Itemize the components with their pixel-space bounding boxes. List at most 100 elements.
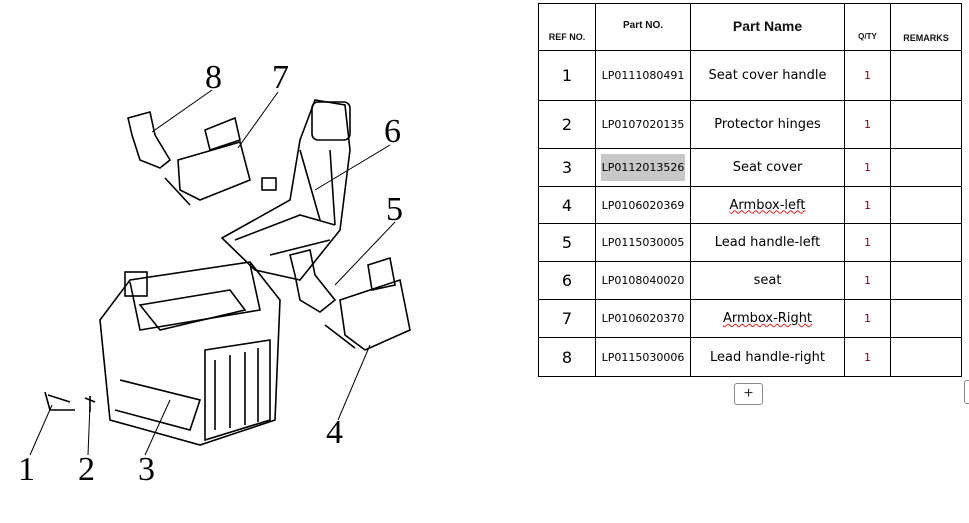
qty-cell-text: 1 xyxy=(864,274,871,287)
part-no-cell: LP0115030005 xyxy=(595,223,691,262)
part-no-cell-text: LP0106020370 xyxy=(601,312,685,325)
ref-cell-text: 8 xyxy=(561,347,573,367)
part-no-cell: LP0106020369 xyxy=(595,186,691,224)
part-no-cell-text: LP0106020369 xyxy=(601,198,685,212)
table-row: 7 LP0106020370 Armbox-Right 1 xyxy=(538,299,962,338)
ref-cell-text: 5 xyxy=(561,233,573,252)
qty-cell: 1 xyxy=(844,148,891,187)
part-name-cell-text: seat xyxy=(753,273,782,288)
ref-cell: 3 xyxy=(538,148,596,187)
table-row: 8 LP0115030006 Lead handle-right 1 xyxy=(538,337,962,377)
table-row: 6 LP0108040020 seat 1 xyxy=(538,261,962,300)
qty-cell-text: 1 xyxy=(864,236,871,249)
remarks-cell xyxy=(890,186,962,224)
ref-cell-text: 6 xyxy=(561,271,573,290)
header-remarks: REMARKS xyxy=(890,3,962,51)
exploded-parts-diagram: 1 2 3 4 5 6 7 8 xyxy=(18,59,411,488)
ref-cell: 1 xyxy=(538,50,596,101)
table-row: 2 LP0107020135 Protector hinges 1 xyxy=(538,100,962,149)
part-no-cell: LP0108040020 xyxy=(595,261,691,300)
part-name-cell: Seat cover xyxy=(690,148,845,187)
part-name-cell-text: Seat cover xyxy=(732,160,803,175)
part-name-cell: Seat cover handle xyxy=(690,50,845,101)
part-no-cell-text: LP0108040020 xyxy=(601,274,685,287)
qty-cell-text: 1 xyxy=(864,350,871,364)
qty-cell: 1 xyxy=(844,223,891,262)
qty-cell-text: 1 xyxy=(864,198,871,212)
scroll-edge-control[interactable] xyxy=(964,380,969,404)
header-qty: Q/TY xyxy=(844,3,891,51)
part-no-cell-text: LP0115030006 xyxy=(601,350,685,364)
qty-cell: 1 xyxy=(844,337,891,377)
parts-table: REF NO. Part NO. Part Name Q/TY REMARKS … xyxy=(538,3,962,377)
remarks-cell xyxy=(890,261,962,300)
ref-cell-text: 2 xyxy=(561,115,573,134)
lead-handle-right-drawing xyxy=(127,111,172,169)
ref-cell: 8 xyxy=(538,337,596,377)
remarks-cell xyxy=(890,299,962,338)
remarks-cell xyxy=(890,148,962,187)
remarks-cell xyxy=(890,50,962,101)
part-name-cell: Lead handle-right xyxy=(690,337,845,377)
seat-cover-drawing xyxy=(99,261,281,446)
lead-handle-left-drawing xyxy=(289,249,337,313)
part-name-cell-text: Protector hinges xyxy=(714,117,821,132)
callout-4: 4 xyxy=(326,414,343,451)
qty-cell-text: 1 xyxy=(864,161,871,174)
callout-5: 5 xyxy=(386,191,403,228)
callout-7: 7 xyxy=(272,59,289,96)
part-no-cell-text: LP0112013526 xyxy=(600,154,686,181)
header-part-no: Part NO. xyxy=(595,3,691,51)
remarks-cell xyxy=(890,100,962,149)
part-name-cell-text: Lead handle-right xyxy=(710,349,825,365)
part-no-cell-text: LP0111080491 xyxy=(601,69,685,82)
part-name-cell: seat xyxy=(690,261,845,300)
part-name-cell: Armbox-left xyxy=(690,186,845,224)
part-name-cell: Armbox-Right xyxy=(690,299,845,338)
part-name-cell-text: Armbox-left xyxy=(729,197,806,213)
part-no-cell: LP0107020135 xyxy=(595,100,691,149)
add-row-button[interactable]: + xyxy=(734,383,763,405)
remarks-cell xyxy=(890,223,962,262)
part-no-cell: LP0106020370 xyxy=(595,299,691,338)
qty-cell: 1 xyxy=(844,261,891,300)
armbox-right-drawing xyxy=(164,116,277,206)
table-row: 3 LP0112013526 Seat cover 1 xyxy=(538,148,962,187)
ref-cell: 5 xyxy=(538,223,596,262)
table-row: 4 LP0106020369 Armbox-left 1 xyxy=(538,186,962,224)
seat-drawing xyxy=(220,99,351,281)
callout-8: 8 xyxy=(205,59,222,96)
header-part-name: Part Name xyxy=(690,3,845,51)
ref-cell-text: 7 xyxy=(561,309,573,328)
armbox-left-drawing xyxy=(324,256,411,351)
part-no-cell-text: LP0115030005 xyxy=(601,236,685,249)
ref-cell: 6 xyxy=(538,261,596,300)
part-name-cell: Lead handle-left xyxy=(690,223,845,262)
header-ref-no: REF NO. xyxy=(538,3,596,51)
seat-cover-handle-drawing xyxy=(44,391,75,411)
ref-cell-text: 1 xyxy=(561,66,573,85)
part-name-cell-text: Lead handle-left xyxy=(714,235,821,250)
remarks-cell xyxy=(890,337,962,377)
part-no-cell: LP0115030006 xyxy=(595,337,691,377)
qty-cell-text: 1 xyxy=(864,118,871,131)
part-name-cell: Protector hinges xyxy=(690,100,845,149)
qty-cell: 1 xyxy=(844,50,891,101)
qty-cell-text: 1 xyxy=(864,69,871,82)
callout-6: 6 xyxy=(384,113,401,150)
table-header-row: REF NO. Part NO. Part Name Q/TY REMARKS xyxy=(538,3,962,51)
callout-3: 3 xyxy=(138,451,155,488)
table-row: 5 LP0115030005 Lead handle-left 1 xyxy=(538,223,962,262)
leader-lines xyxy=(29,89,396,456)
part-no-cell: LP0112013526 xyxy=(595,148,691,187)
ref-cell: 4 xyxy=(538,186,596,224)
ref-cell-text: 3 xyxy=(561,158,573,177)
callout-2: 2 xyxy=(78,451,95,488)
part-no-cell: LP0111080491 xyxy=(595,50,691,101)
callout-1: 1 xyxy=(18,451,35,488)
qty-cell: 1 xyxy=(844,299,891,338)
qty-cell-text: 1 xyxy=(864,312,871,325)
ref-cell: 7 xyxy=(538,299,596,338)
ref-cell: 2 xyxy=(538,100,596,149)
qty-cell: 1 xyxy=(844,186,891,224)
